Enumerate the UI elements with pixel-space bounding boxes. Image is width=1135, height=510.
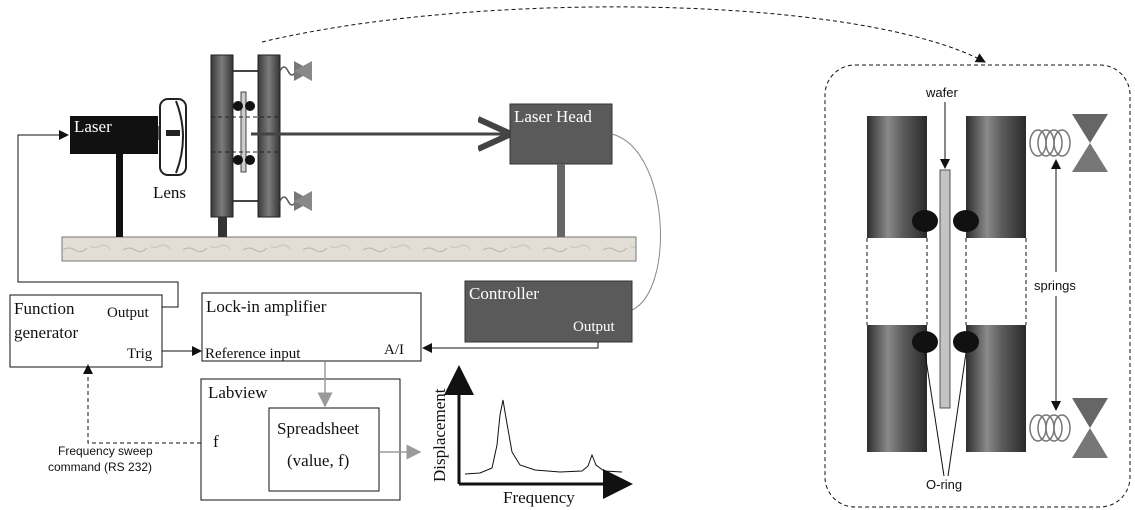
- detail-frame: [824, 64, 1131, 508]
- lockin-label: Lock-in amplifier: [206, 297, 327, 316]
- controller-output-label: Output: [573, 319, 616, 335]
- fg-to-laser-line: [17, 130, 179, 308]
- wafer-label: wafer: [925, 85, 958, 100]
- lens-icon: [158, 98, 187, 176]
- zoom-connector: [261, 6, 986, 63]
- controller-to-lockin-line: [422, 342, 599, 353]
- x-axis-label: Frequency: [503, 488, 575, 507]
- laser-body: [70, 116, 158, 154]
- function-generator-box: [9, 294, 163, 368]
- value-f-label: (value, f): [287, 451, 349, 470]
- response-curve: [464, 399, 623, 475]
- fg-label-1: Function: [14, 299, 75, 318]
- sweep-command-line: [83, 364, 201, 444]
- f-label: f: [213, 432, 219, 451]
- laser-head-label: Laser Head: [514, 107, 592, 126]
- laser-head-cable: [611, 133, 661, 311]
- optical-table: [61, 236, 637, 262]
- controller-label: Controller: [469, 284, 539, 303]
- fg-output-label: Output: [107, 305, 150, 321]
- detail-wafer: [939, 169, 951, 409]
- labview-label: Labview: [208, 383, 268, 402]
- fg-label-2: generator: [14, 323, 79, 342]
- fg-trig-label: Trig: [127, 346, 153, 362]
- spreadsheet-label: Spreadsheet: [277, 419, 359, 438]
- controller-box: [464, 280, 633, 343]
- detail-holder: [866, 114, 1117, 458]
- sample-holder: [210, 54, 330, 237]
- oring-line-left: [924, 352, 945, 477]
- sweep-label-2: command (RS 232): [48, 460, 152, 474]
- laser-stand: [116, 154, 123, 237]
- sweep-label-1: Frequency sweep: [58, 444, 153, 458]
- springs-label: springs: [1034, 278, 1076, 293]
- ai-label: A/I: [384, 342, 404, 358]
- response-plot: [444, 365, 633, 499]
- oring-line-right: [947, 352, 967, 477]
- lens-label: Lens: [153, 183, 186, 202]
- spreadsheet-box: [268, 407, 380, 492]
- laser-label: Laser: [74, 117, 112, 136]
- laser-head-stand: [557, 164, 565, 237]
- reference-input-label: Reference input: [205, 346, 301, 362]
- oring-label: O-ring: [926, 477, 962, 492]
- lockin-box: [201, 292, 422, 362]
- y-axis-label: Displacement: [430, 388, 449, 482]
